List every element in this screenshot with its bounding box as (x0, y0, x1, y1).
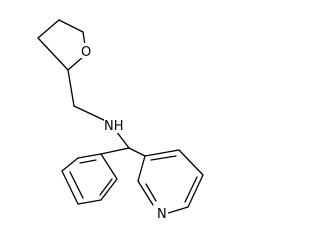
phenyl-double-bond-a (69, 171, 84, 199)
pyridine-double-bond-a (150, 155, 177, 161)
oxygen-label-background (79, 43, 92, 58)
phenyl-bond-2 (61, 157, 79, 172)
thf-bond-c4-o (82, 31, 86, 46)
amine-label-background (104, 117, 129, 133)
thf-bond-o-c5 (67, 55, 85, 71)
atom-label-pyridine-nitrogen: N (156, 205, 168, 222)
phenyl-bond-5 (100, 178, 118, 201)
phenyl-double-bond-c (79, 159, 97, 164)
phenyl-bond-1 (77, 153, 102, 159)
amine-atom-label: NH (104, 119, 124, 134)
pyridine-nitrogen-label-background (156, 205, 168, 221)
thf-bond-c3-c4 (58, 19, 84, 33)
phenyl-bond-4 (77, 199, 102, 205)
pyridine-bond-3 (187, 174, 204, 208)
bond-ch2-n (73, 105, 109, 123)
central-methine (100, 147, 146, 157)
phenyl-double-bond-b (99, 178, 113, 196)
thf-bond-c5-c2 (37, 37, 69, 71)
amine-bridge (115, 130, 130, 149)
bond-n-ch (115, 130, 130, 149)
pyridine-ring (137, 149, 204, 215)
bond-ch-pyridine (128, 147, 146, 157)
thf-bond-c2-c3 (37, 19, 60, 39)
tetrahydrofuran-ring (37, 19, 86, 71)
pyridine-bond-6 (137, 155, 146, 182)
pyridine-double-bond-c (145, 183, 157, 202)
atom-label-oxygen: O (79, 43, 92, 60)
phenyl-bond-6 (100, 153, 118, 180)
chemical-structure-diagram: O NH N (37, 19, 204, 222)
pyridine-nitrogen-atom-label: N (157, 207, 167, 222)
phenyl-ring (61, 153, 118, 205)
pyridine-bond-2 (178, 149, 204, 176)
bond-c5-ch2 (67, 69, 75, 107)
phenyl-bond-3 (61, 170, 79, 205)
pyridine-bond-4 (164, 206, 189, 215)
bond-ch-phenyl (100, 147, 130, 155)
oxygen-atom-label: O (81, 45, 91, 60)
atom-label-amine: NH (104, 117, 129, 134)
pyridine-bond-5 (137, 180, 154, 206)
pyridine-bond-1 (144, 149, 180, 157)
pyridine-double-bond-b (184, 176, 198, 203)
methylene-linker (67, 69, 109, 123)
